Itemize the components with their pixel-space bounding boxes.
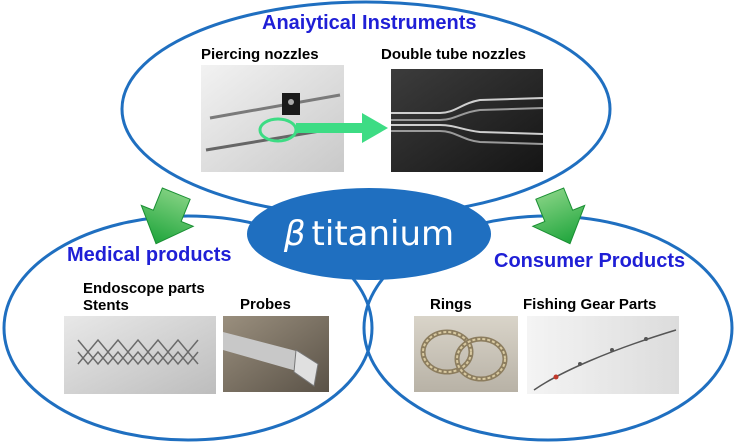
arrow-to-medical — [140, 187, 195, 245]
label-double-tube-nozzles: Double tube nozzles — [381, 46, 527, 63]
consumer-title: Consumer Products — [494, 250, 686, 272]
center-label: β titanium — [247, 188, 491, 280]
photo-fishing-gear — [527, 316, 679, 394]
center-text: titanium — [311, 214, 455, 254]
beta-symbol: β — [283, 214, 306, 254]
highlight-arrow — [296, 113, 388, 143]
label-stents: Stents — [83, 297, 129, 314]
arrow-to-consumer — [531, 187, 586, 245]
photo-probes — [223, 316, 329, 392]
analytical-title: Anaiytical Instruments — [262, 12, 477, 34]
circle-medical — [2, 214, 374, 442]
photo-stents — [64, 316, 216, 394]
photo-double-tube-nozzles — [391, 69, 544, 172]
label-fishing-gear-parts: Fishing Gear Parts — [523, 296, 657, 313]
label-rings: Rings — [430, 296, 472, 313]
label-endoscope-parts: Endoscope parts — [83, 280, 205, 297]
center-ellipse — [247, 188, 491, 280]
label-probes: Probes — [240, 296, 291, 313]
photo-rings — [414, 316, 518, 392]
medical-title: Medical products — [67, 244, 232, 266]
label-piercing-nozzles: Piercing nozzles — [201, 46, 319, 63]
